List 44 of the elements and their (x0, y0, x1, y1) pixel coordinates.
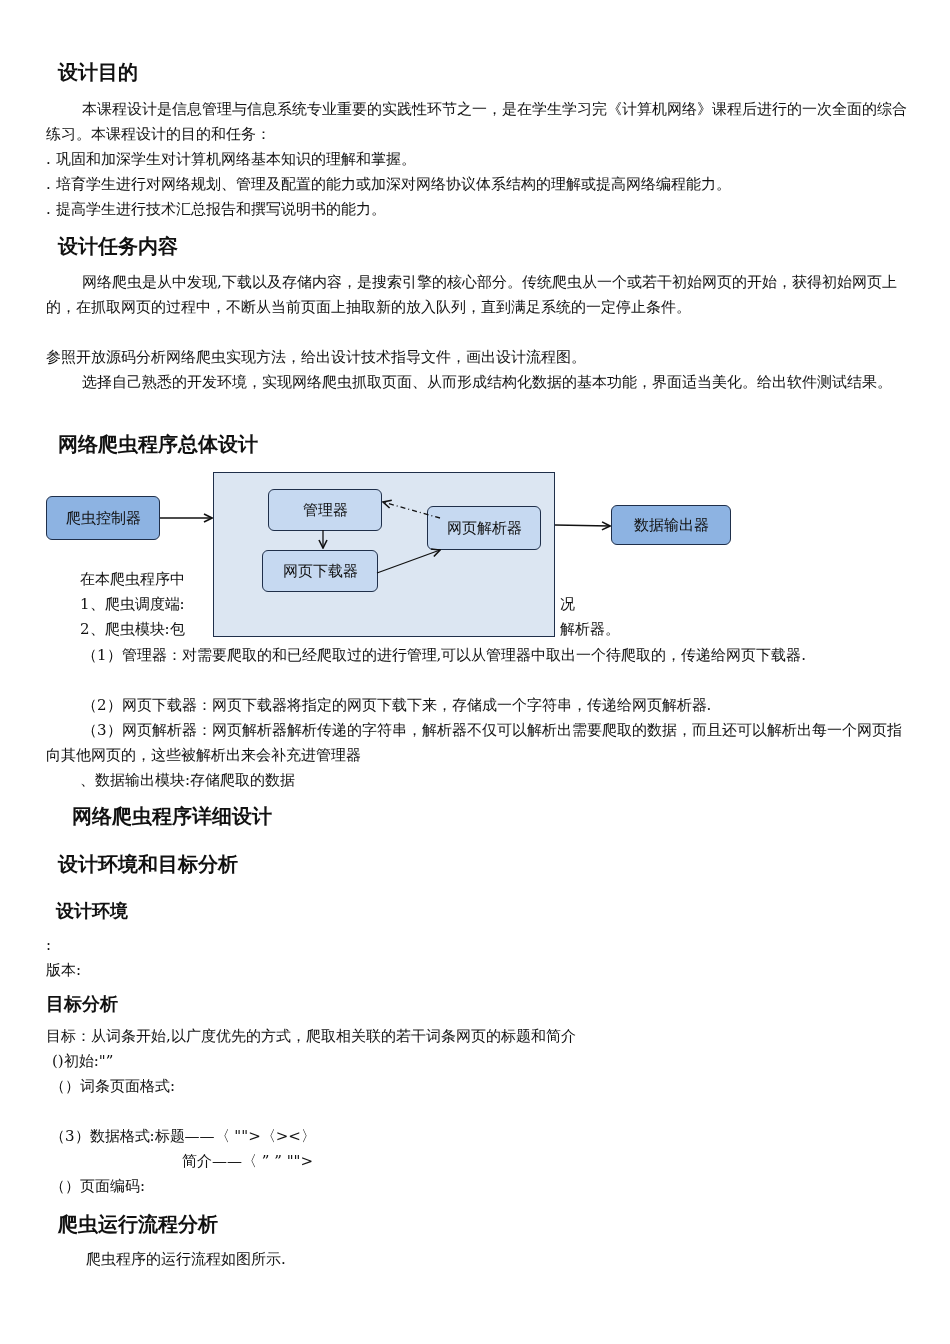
text-line: 2、爬虫模块:包 (80, 620, 185, 638)
subsection-heading: 设计环境 (56, 900, 128, 921)
paragraph: 网络爬虫是从中发现,下载以及存储内容，是搜索引擎的核心部分。传统爬虫从一个或若干初始网页的开始，获得初始网页上的，在抓取网页的过程中，不断从当前页面上抽取新的放入队列，直到满足系统的一定停止条件。 (46, 273, 897, 316)
section-heading: 设计任务内容 (58, 234, 178, 258)
process-box: 爬虫控制器 (46, 496, 160, 540)
section-heading: 设计目的 (58, 60, 138, 84)
section-heading: 设计环境和目标分析 (58, 852, 238, 876)
text-line: . 提高学生进行技术汇总报告和撰写说明书的能力。 (46, 200, 386, 218)
arrow (554, 521, 611, 531)
arrow (159, 513, 213, 523)
text-line: . 培育学生进行对网络规划、管理及配置的能力或加深对网络协议体系结构的理解或提高网络编程能力。 (46, 175, 731, 193)
text-line: 解析器。 (560, 620, 620, 638)
text-line: （3）数据格式:标题——〈 "">〈><〉 (50, 1127, 316, 1145)
text-line: （）页面编码: (50, 1177, 146, 1195)
section-heading: 网络爬虫程序总体设计 (58, 432, 258, 456)
process-box: 网页下载器 (262, 550, 378, 592)
text-line: . 巩固和加深学生对计算机网络基本知识的理解和掌握。 (46, 150, 416, 168)
text-line: 简介——〈 ” ” ""> (182, 1152, 313, 1170)
arrow (318, 529, 328, 549)
section-heading: 网络爬虫程序详细设计 (72, 804, 272, 828)
text-line: 版本: (46, 961, 82, 979)
module-box (213, 472, 555, 637)
text-line: 参照开放源码分析网络爬虫实现方法，给出设计技术指导文件，画出设计流程图。 (46, 348, 586, 366)
text-line: 在本爬虫程序中 (80, 570, 185, 588)
paragraph: （2）网页下载器：网页下载器将指定的网页下载下来，存储成一个字符串，传递给网页解析器. (82, 696, 712, 714)
text-line: 目标：从词条开始,以广度优先的方式，爬取相关联的若干词条网页的标题和简介 (46, 1027, 576, 1045)
text-line: ()初始:"” (52, 1052, 114, 1070)
text-line: 、数据输出模块:存储爬取的数据 (80, 771, 296, 789)
paragraph: 本课程设计是信息管理与信息系统专业重要的实践性环节之一，是在学生学习完《计算机网络》课程后进行的一次全面的综合练习。本课程设计的目的和任务： (46, 100, 907, 143)
text-line: 爬虫程序的运行流程如图所示. (86, 1250, 286, 1268)
paragraph: （1）管理器：对需要爬取的和已经爬取过的进行管理,可以从管理器中取出一个待爬取的，传递给网页下载器. (82, 646, 807, 664)
subsection-heading: 目标分析 (46, 993, 118, 1014)
text-line: 况 (560, 595, 575, 613)
section-heading: 爬虫运行流程分析 (58, 1212, 218, 1236)
text-line: 1、爬虫调度端: (80, 595, 185, 613)
text-line: （）词条页面格式: (50, 1077, 176, 1095)
arrow (382, 499, 441, 519)
process-box: 管理器 (268, 489, 382, 531)
process-box: 数据输出器 (611, 505, 731, 545)
arrow (376, 548, 441, 574)
process-box: 网页解析器 (427, 506, 541, 550)
text-line: : (46, 936, 52, 954)
paragraph: 选择自己熟悉的开发环境，实现网络爬虫抓取页面、从而形成结构化数据的基本功能，界面适当美化。给出软件测试结果。 (82, 373, 892, 391)
paragraph: （3）网页解析器：网页解析器解析传递的字符串，解析器不仅可以解析出需要爬取的数据，而且还可以解析出每一个网页指向其他网页的，这些被解析出来会补充进管理器 (46, 721, 902, 764)
